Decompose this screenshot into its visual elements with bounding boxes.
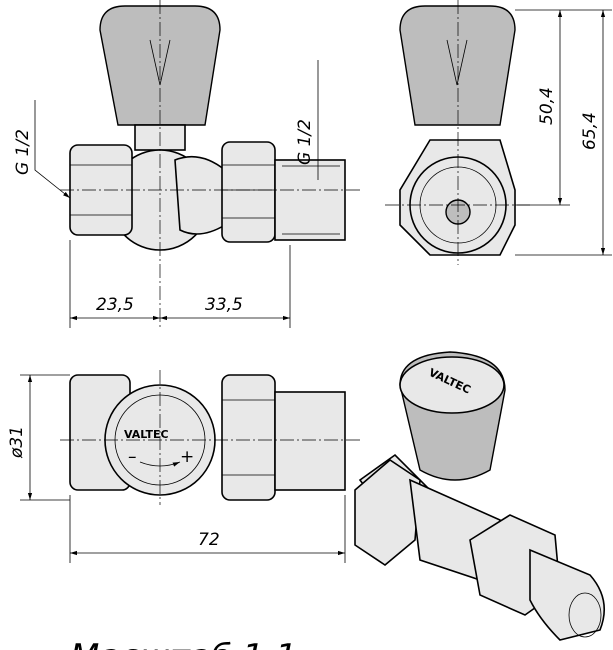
scale-label: Масштаб 1:1 [70, 637, 297, 650]
minus-mark: – [128, 447, 137, 467]
front-view: 23,5 33,5 G 1/2 G 1/2 [13, 0, 360, 330]
dim-length-right: 33,5 [205, 295, 243, 315]
dim-height-total: 65,4 [580, 112, 600, 150]
side-view: 50,4 65,4 [385, 0, 612, 265]
dim-thread-outlet: G 1/2 [295, 119, 315, 165]
top-threaded-end [274, 391, 346, 491]
dim-length-left: 23,5 [96, 295, 134, 315]
brand-logo-top: VALTEC [124, 428, 169, 441]
top-view: VALTEC – + ø31 72 [7, 370, 360, 563]
side-handle-cap [399, 5, 516, 126]
front-handle-cap [99, 5, 221, 126]
front-threaded-end [274, 159, 346, 241]
dim-thread-inlet: G 1/2 [13, 129, 33, 175]
top-outlet-nut [221, 374, 276, 501]
isometric-view: VALTEC [354, 351, 606, 641]
dim-height-axis: 50,4 [537, 87, 557, 125]
plus-mark: + [180, 447, 194, 467]
dim-diameter: ø31 [7, 426, 27, 459]
iso-threaded-end [529, 548, 606, 641]
front-outlet-nut [221, 141, 276, 243]
iso-inlet-nut [354, 458, 421, 566]
dim-total-length: 72 [198, 530, 220, 550]
